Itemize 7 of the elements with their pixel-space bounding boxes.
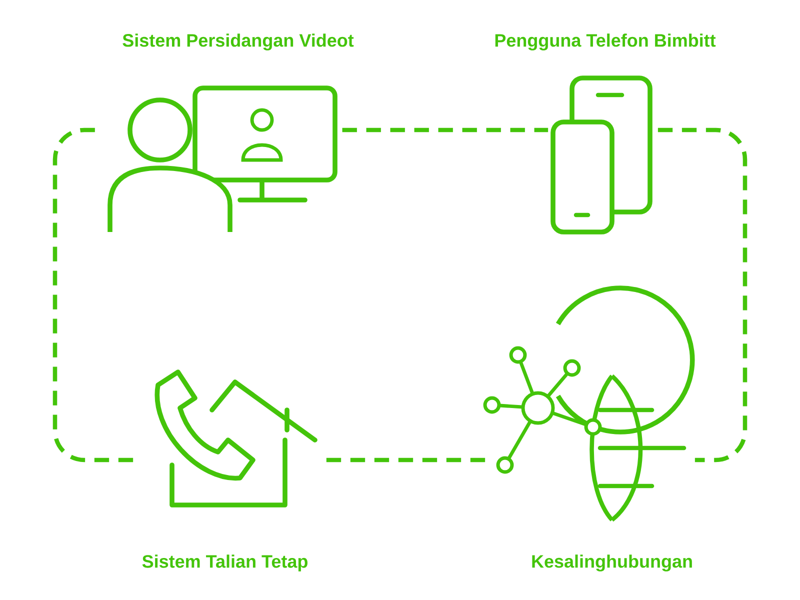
heading: Kesalinghubungan [532,554,692,572]
dashed-connector [52,128,134,462]
heading: Pengguna Telefon Bimbitt [495,34,716,50]
heading: Sistem Persidangan Videot [122,34,354,50]
heading: Sistem Talian Tetap [142,554,308,572]
dashed-connector [342,128,548,132]
dashed-connector [658,128,748,462]
